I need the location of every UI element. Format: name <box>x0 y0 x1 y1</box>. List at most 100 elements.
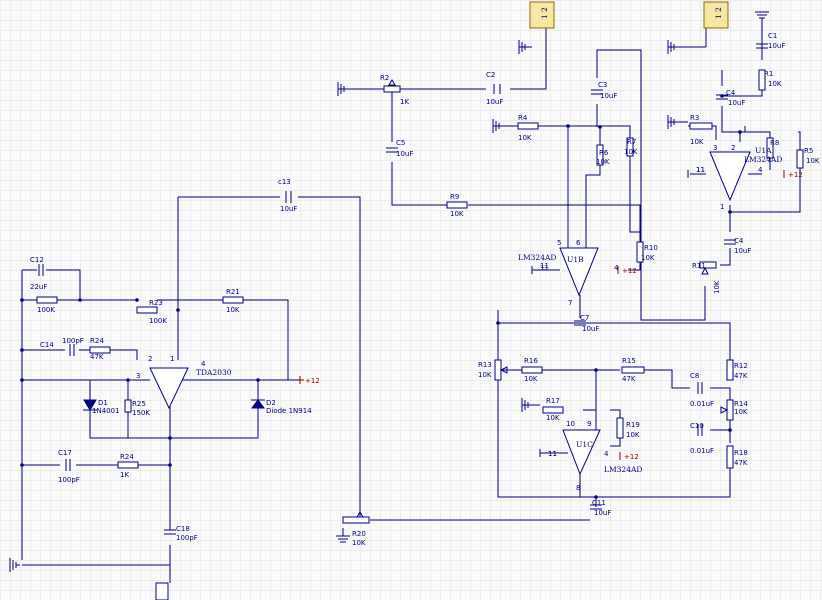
resistor-r3: R3 10K <box>689 114 713 146</box>
svg-text:0.01uF: 0.01uF <box>690 400 714 408</box>
svg-text:6: 6 <box>576 239 581 247</box>
svg-text:Diode 1N914: Diode 1N914 <box>266 407 312 415</box>
opamp-u1c: U1C LM324AD 10 9 8 11 4 <box>548 420 642 492</box>
svg-text:100pF: 100pF <box>58 476 80 484</box>
svg-text:11: 11 <box>696 166 705 174</box>
svg-text:R24: R24 <box>90 337 104 345</box>
svg-text:R5: R5 <box>804 147 813 155</box>
capacitor-c13: c13 10uF <box>278 178 297 213</box>
capacitor-c18: C18 100pF <box>164 525 198 542</box>
resistor-r24-1k: R24 1K <box>117 453 139 479</box>
svg-text:R4: R4 <box>518 114 528 122</box>
resistor-r22: 100K <box>36 296 58 314</box>
svg-text:C7: C7 <box>580 314 589 322</box>
svg-text:R11: R11 <box>692 262 706 270</box>
svg-text:11: 11 <box>548 450 557 458</box>
svg-text:10uF: 10uF <box>728 99 745 107</box>
svg-text:10K: 10K <box>624 148 638 156</box>
svg-text:100pF: 100pF <box>176 534 198 542</box>
svg-text:1K: 1K <box>120 471 129 479</box>
svg-text:C14: C14 <box>40 341 54 349</box>
svg-text:LM324AD: LM324AD <box>744 155 782 164</box>
svg-text:LM324AD: LM324AD <box>518 253 556 262</box>
svg-text:R9: R9 <box>450 193 459 201</box>
resistor-r7: R7 10K <box>624 137 638 157</box>
net-label-11-u1c: 11 <box>539 449 568 458</box>
capacitor-c10: C10 0.01uF <box>690 422 714 455</box>
svg-text:10K: 10K <box>478 371 492 379</box>
svg-text:R3: R3 <box>690 114 699 122</box>
capacitor-c12: C12 22uF <box>30 256 47 291</box>
svg-text:4: 4 <box>201 360 206 368</box>
svg-text:R10: R10 <box>644 244 658 252</box>
svg-text:U1C: U1C <box>576 440 593 449</box>
svg-text:C3: C3 <box>598 81 607 89</box>
svg-text:11: 11 <box>540 264 549 272</box>
svg-text:3: 3 <box>713 144 717 152</box>
svg-text:10uF: 10uF <box>600 92 617 100</box>
svg-text:10K: 10K <box>626 431 640 439</box>
svg-text:+12: +12 <box>305 377 320 385</box>
svg-text:TDA2030: TDA2030 <box>196 368 232 377</box>
svg-text:10uF: 10uF <box>486 98 503 106</box>
resistor-r13: R13 10K <box>478 359 508 381</box>
svg-text:R17: R17 <box>546 397 560 405</box>
svg-text:R8: R8 <box>770 139 779 147</box>
resistor-r15: R15 47K <box>621 357 645 383</box>
svg-text:10K: 10K <box>641 254 655 262</box>
capacitor-c11: C11 10uF <box>590 499 611 517</box>
svg-text:D1: D1 <box>98 399 108 407</box>
capacitor-c7: C7 10uF <box>574 314 599 333</box>
svg-text:R20: R20 <box>352 530 366 538</box>
svg-text:R24: R24 <box>120 453 134 461</box>
resistor-r17: R17 10K <box>542 397 564 422</box>
svg-text:C11: C11 <box>592 499 606 507</box>
resistor-r9: R9 10K <box>446 193 468 218</box>
svg-text:47K: 47K <box>622 375 636 383</box>
power-amp-tda2030: TDA2030 1 2 3 4 <box>136 355 232 410</box>
opamp-u1b: U1B LM324AD 5 6 7 11 4 <box>518 239 619 307</box>
svg-text:100K: 100K <box>149 317 167 325</box>
svg-text:R1: R1 <box>764 70 773 78</box>
svg-text:11: 11 <box>540 262 549 270</box>
svg-text:10K: 10K <box>734 408 748 416</box>
wires <box>21 28 801 583</box>
svg-text:R6: R6 <box>599 149 609 157</box>
svg-text:10K: 10K <box>524 375 538 383</box>
svg-text:C4: C4 <box>734 237 744 245</box>
resistor-r4: R4 10K <box>517 114 539 142</box>
svg-text:10K: 10K <box>596 158 610 166</box>
svg-text:C17: C17 <box>58 449 72 457</box>
svg-text:R2: R2 <box>380 74 389 82</box>
svg-text:3: 3 <box>136 372 140 380</box>
svg-text:100pF: 100pF <box>62 337 84 345</box>
junction-dots <box>20 87 742 499</box>
svg-text:10uF: 10uF <box>280 205 297 213</box>
resistor-r6: R6 10K <box>596 144 610 166</box>
net-label-11-u1b: 11 <box>531 262 560 274</box>
svg-text:10K: 10K <box>546 414 560 422</box>
svg-text:R14: R14 <box>734 400 748 408</box>
svg-text:1 2: 1 2 <box>714 7 723 19</box>
svg-text:R19: R19 <box>626 421 640 429</box>
svg-text:10: 10 <box>566 420 575 428</box>
diode-d1: D1 1N4001 <box>83 399 120 415</box>
resistor-r16: R16 10K <box>521 357 543 383</box>
resistor-r25: R25 150K <box>124 399 150 417</box>
capacitor-c4-bottom: C4 10uF <box>724 237 751 255</box>
svg-text:11: 11 <box>696 166 705 174</box>
svg-text:C10: C10 <box>690 422 704 430</box>
svg-text:C5: C5 <box>396 139 405 147</box>
capacitor-c3: C3 10uF <box>591 81 617 100</box>
connector-j1: 1 2 <box>529 1 555 29</box>
svg-text:0.01uF: 0.01uF <box>690 447 714 455</box>
svg-text:11: 11 <box>548 450 557 458</box>
resistor-r20: R20 10K <box>342 511 370 547</box>
svg-text:10K: 10K <box>690 138 704 146</box>
svg-text:10K: 10K <box>352 539 366 547</box>
resistor-r5: R5 10K <box>796 147 820 169</box>
svg-text:C8: C8 <box>690 372 699 380</box>
svg-text:10uF: 10uF <box>582 325 599 333</box>
opamp-u1a: U1A LM324AD 3 2 1 11 4 <box>696 144 782 211</box>
svg-text:47K: 47K <box>734 372 748 380</box>
